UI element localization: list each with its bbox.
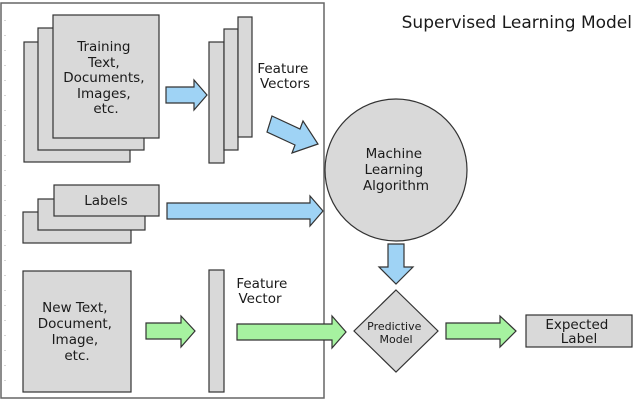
- feature-vectors-stack: [208, 16, 253, 164]
- arrow-vectors-to-algorithm: [266, 115, 319, 154]
- training-frame: [0, 2, 325, 399]
- expected-label-box: [525, 314, 633, 348]
- training-data-stack: [23, 14, 160, 163]
- labels-stack: [22, 184, 160, 244]
- new-input-label: New Text, Document, Image, etc.: [38, 300, 117, 364]
- labels-label: Labels: [84, 193, 127, 209]
- predictive-model: [353, 289, 439, 373]
- algorithm-label: Machine Learning Algorithm: [363, 146, 429, 194]
- predictive-model-label: Predictive Model: [367, 320, 425, 346]
- arrow-labels-to-algorithm: [166, 194, 324, 228]
- feature-vector-label: Feature Vector: [236, 276, 291, 307]
- diagram-title: Supervised Learning Model: [402, 13, 632, 33]
- feature-vectors-label: Feature Vectors: [257, 61, 312, 92]
- arrow-training-to-vectors: [165, 78, 208, 112]
- feature-vector-bar: [208, 269, 225, 393]
- new-input-box: [22, 270, 132, 393]
- arrow-vector-to-model: [236, 314, 347, 350]
- machine-learning-algorithm: [324, 98, 468, 242]
- training-data-label: Training Text, Documents, Images, etc.: [63, 39, 149, 117]
- arrow-input-to-vector: [145, 314, 196, 349]
- expected-label-text: Expected Label: [545, 317, 612, 347]
- arrow-algorithm-to-model: [377, 243, 415, 285]
- arrow-model-to-label: [445, 314, 517, 349]
